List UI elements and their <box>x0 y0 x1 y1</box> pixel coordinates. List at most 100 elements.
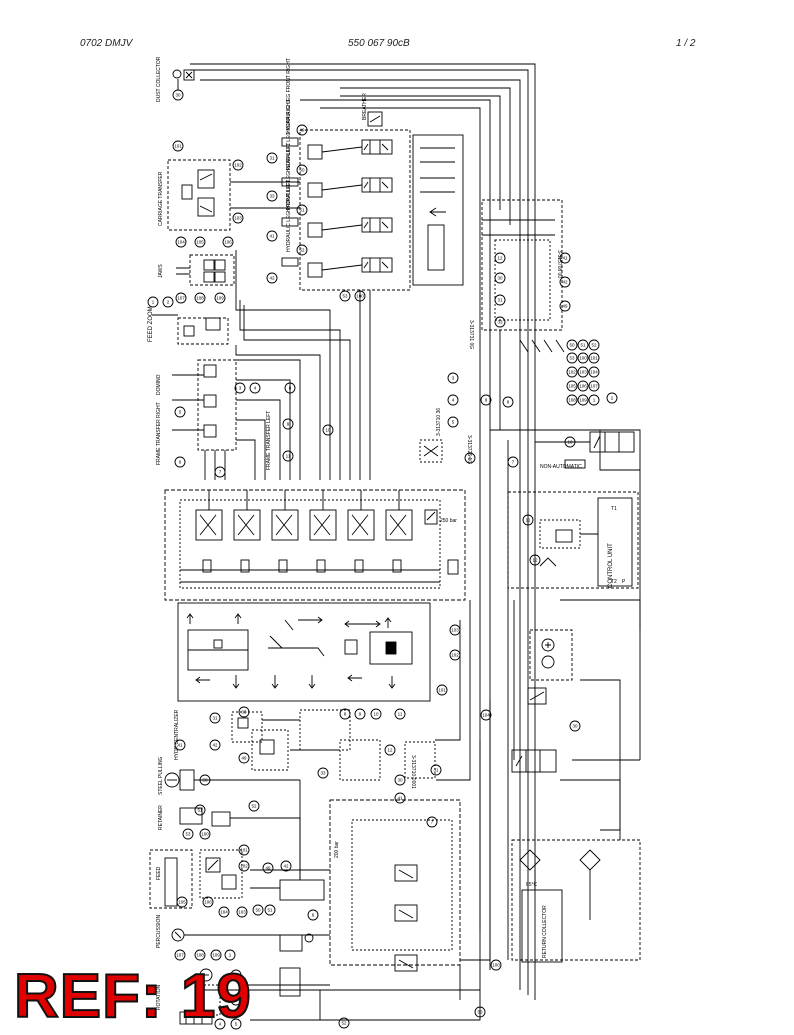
part-lower-label: 3-313710 36 <box>436 408 442 436</box>
carriage-transfer-label: CARRIAGE TRANSFER <box>158 171 164 226</box>
right-distribution-block <box>481 199 618 406</box>
valve-section-6 <box>385 490 413 573</box>
callout-number: 7 <box>512 460 515 465</box>
callout-number: 1 <box>152 300 155 305</box>
callout-number: 10 <box>567 440 573 445</box>
callout-number: 49 <box>562 304 568 309</box>
control-unit-t1: T1 <box>611 506 617 512</box>
callout-number: 53 <box>477 1010 483 1015</box>
callout-number: 104 <box>482 713 490 718</box>
temperature-label: 65°C <box>526 882 538 888</box>
callout-number: 49 <box>241 756 247 761</box>
feed-zoom-group <box>147 296 229 345</box>
lever-diagram-plate <box>177 602 431 702</box>
callout-number: 51 <box>580 343 586 348</box>
callout-number: 52 <box>341 1021 347 1026</box>
header-drawing-number: 550 067 90cB <box>348 38 410 49</box>
non-automatic-valve <box>535 431 635 469</box>
callout-number: 49 <box>299 128 305 133</box>
callout-number: 2 <box>235 973 238 978</box>
leg-valve-row-3 <box>307 217 393 238</box>
callout-number: 53 <box>342 294 348 299</box>
rotation-label: ROTATION <box>156 985 162 1010</box>
frame-transfer-left-label: FRAME TRANSFER LEFT <box>266 411 272 470</box>
callout-number: 3 <box>235 998 238 1003</box>
callout-number: 33 <box>241 710 247 715</box>
callout-number: 107 <box>177 296 185 301</box>
rotation-group <box>179 968 242 1030</box>
callout-number: 104 <box>590 370 598 375</box>
callout-number: 107 <box>176 953 184 958</box>
feed-zoom-label: FEED ZOOM <box>148 306 154 342</box>
callout-number: 53 <box>185 832 191 837</box>
part-small-label: 3-313726 1G <box>466 435 472 464</box>
callout-number: 50 <box>255 908 261 913</box>
callout-number: 9 <box>485 398 488 403</box>
callout-number: 109 <box>212 953 220 958</box>
leg-valve-row-4 <box>307 257 393 278</box>
callout-number: 33 <box>320 771 326 776</box>
dust-collector-label: DUST COLLECTOR <box>156 56 162 102</box>
callout-number: 103 <box>238 910 246 915</box>
callout-number: 51 <box>299 208 305 213</box>
callout-number: 100 <box>579 356 587 361</box>
callout-number: 101 <box>590 356 598 361</box>
callout-number: 2 <box>611 396 614 401</box>
callout-number: 103 <box>234 216 242 221</box>
callout-number: 12 <box>387 748 393 753</box>
non-automatic-label: NON-AUTOMATIC <box>540 464 582 470</box>
leg-valve-row-1 <box>307 139 393 160</box>
control-unit-label: CONTROL UNIT <box>608 543 614 588</box>
domino-frame-transfer-group <box>172 359 261 478</box>
callout-number: 50 <box>202 778 208 783</box>
callout-number: 109 <box>216 296 224 301</box>
center-small-manifold <box>419 372 519 468</box>
callout-number: 31 <box>433 768 439 773</box>
steel-pulling-group <box>164 769 300 791</box>
jaws-label: JAWS <box>158 264 164 278</box>
callout-number: 33 <box>497 320 503 325</box>
callout-number: 10 <box>325 428 331 433</box>
feed-label: FEED <box>156 866 162 880</box>
callout-number: 31 <box>212 716 218 721</box>
lower-routing <box>200 600 491 1021</box>
callout-number: 42 <box>212 743 218 748</box>
callout-number: 50 <box>299 168 305 173</box>
callout-number: 5 <box>235 1022 238 1027</box>
callout-number: 108 <box>196 296 204 301</box>
callout-number: 11 <box>398 712 403 717</box>
pump-group-right <box>511 629 581 773</box>
main-valve-bank <box>164 489 466 601</box>
return-collector-label: RETURN COLLECTOR <box>542 905 548 958</box>
callout-number: 50 <box>569 343 575 348</box>
callout-number: 6 <box>312 913 315 918</box>
callout-number: 52 <box>299 248 305 253</box>
upper-routing-lines <box>204 250 371 480</box>
callout-number: 30 <box>572 724 578 729</box>
lower-center-manifolds <box>252 624 502 1029</box>
control-unit-group <box>507 491 639 589</box>
callout-number: 4 <box>254 386 257 391</box>
callout-number: 104 <box>177 240 185 245</box>
leg-front-left-label: HYDRAULIC LEG FRONT LEFT <box>286 180 292 252</box>
valve-section-1 <box>195 490 223 573</box>
callout-number: 30 <box>175 93 181 98</box>
callout-number: 108 <box>568 398 576 403</box>
callout-number: 51 <box>267 908 273 913</box>
bank-pressure-label: 250 bar <box>440 518 457 524</box>
callout-number: 105 <box>196 240 204 245</box>
callout-number: 8 <box>289 386 292 391</box>
callout-number: 1 <box>593 398 596 403</box>
top-trunk-lines <box>190 63 536 1000</box>
valve-section-4 <box>309 490 337 573</box>
ref-stamp: REF: 19 <box>13 962 252 1031</box>
callout-number: 7 <box>219 470 222 475</box>
callout-number: 9 <box>359 712 362 717</box>
part-right-label: 3-313708 00 <box>556 250 562 278</box>
callout-number: 9 <box>287 422 290 427</box>
callout-number: 4 <box>452 398 455 403</box>
callout-number: 5 <box>452 420 455 425</box>
valve-section-3 <box>271 490 299 573</box>
hydr-centralizer-group <box>174 706 289 771</box>
callout-number: 100 <box>492 963 500 968</box>
